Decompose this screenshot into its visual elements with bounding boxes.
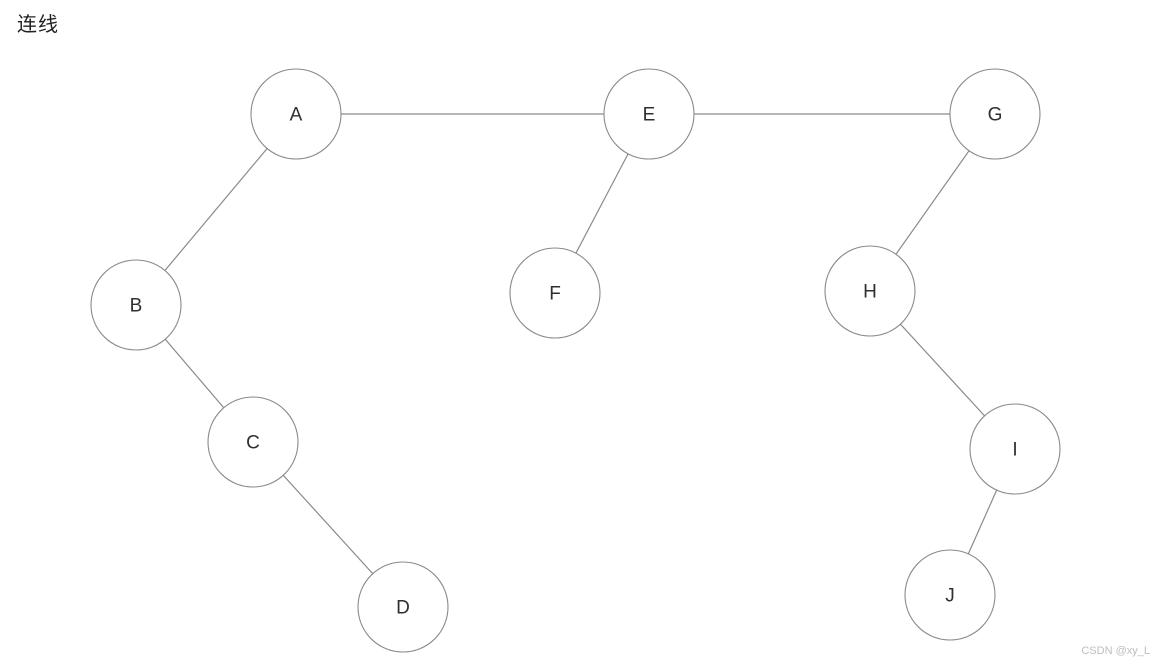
graph-node-G[interactable]: G [949, 68, 1041, 160]
watermark: CSDN @xy_L [1081, 645, 1150, 657]
graph-node-F[interactable]: F [509, 247, 601, 339]
node-label-E: E [643, 105, 656, 126]
node-label-F: F [549, 284, 561, 305]
node-label-B: B [130, 296, 143, 317]
graph-node-A[interactable]: A [250, 68, 342, 160]
graph-node-D[interactable]: D [357, 561, 449, 653]
node-circle-A[interactable] [250, 68, 342, 160]
node-circle-C[interactable] [207, 396, 299, 488]
node-circle-D[interactable] [357, 561, 449, 653]
node-circle-B[interactable] [90, 259, 182, 351]
node-circle-F[interactable] [509, 247, 601, 339]
node-circle-G[interactable] [949, 68, 1041, 160]
node-circle-J[interactable] [904, 549, 996, 641]
graph-node-B[interactable]: B [90, 259, 182, 351]
graph-node-H[interactable]: H [824, 245, 916, 337]
node-label-A: A [290, 105, 303, 126]
node-label-H: H [863, 282, 877, 303]
node-label-J: J [945, 586, 955, 607]
graph-node-J[interactable]: J [904, 549, 996, 641]
page-title: 连线 [17, 14, 59, 36]
node-label-D: D [396, 598, 410, 619]
node-label-I: I [1012, 440, 1017, 461]
graph-node-C[interactable]: C [207, 396, 299, 488]
node-circle-I[interactable] [969, 403, 1061, 495]
graph-node-I[interactable]: I [969, 403, 1061, 495]
node-label-G: G [988, 105, 1003, 126]
node-label-C: C [246, 433, 260, 454]
node-circle-H[interactable] [824, 245, 916, 337]
node-circle-E[interactable] [603, 68, 695, 160]
graph-node-E[interactable]: E [603, 68, 695, 160]
